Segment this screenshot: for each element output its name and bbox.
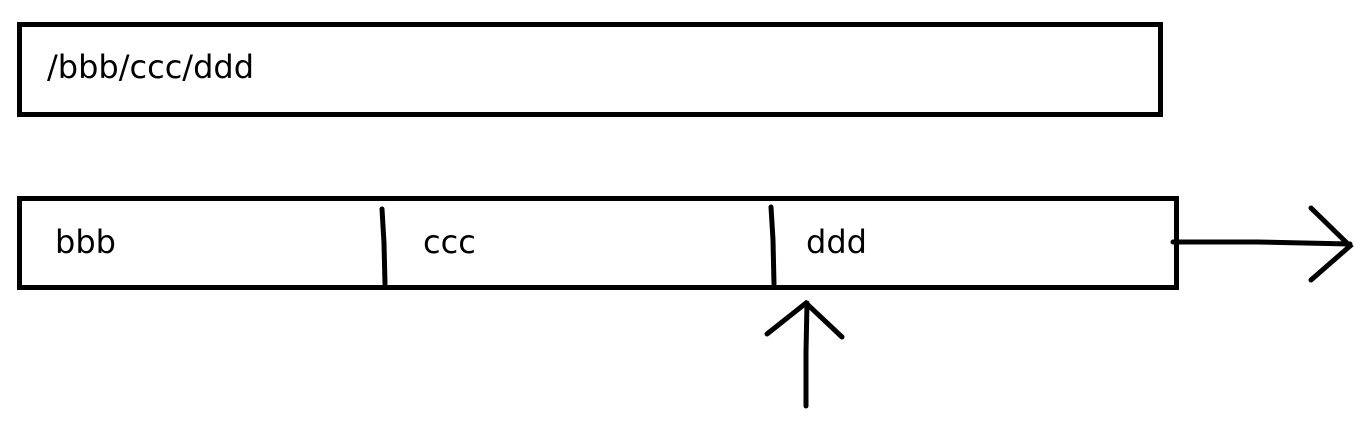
breadcrumb-segment-ccc[interactable]: ccc (423, 223, 476, 261)
right-arrow-icon (1170, 205, 1354, 283)
up-arrow-icon (764, 299, 845, 409)
breadcrumb-segment-bbb[interactable]: bbb (55, 223, 116, 261)
breadcrumb-divider-1 (379, 206, 388, 287)
path-text-box[interactable] (17, 22, 1163, 117)
breadcrumb-segment-ddd[interactable]: ddd (806, 223, 867, 261)
path-text: /bbb/ccc/ddd (47, 48, 254, 86)
breadcrumb-divider-2 (768, 204, 777, 287)
